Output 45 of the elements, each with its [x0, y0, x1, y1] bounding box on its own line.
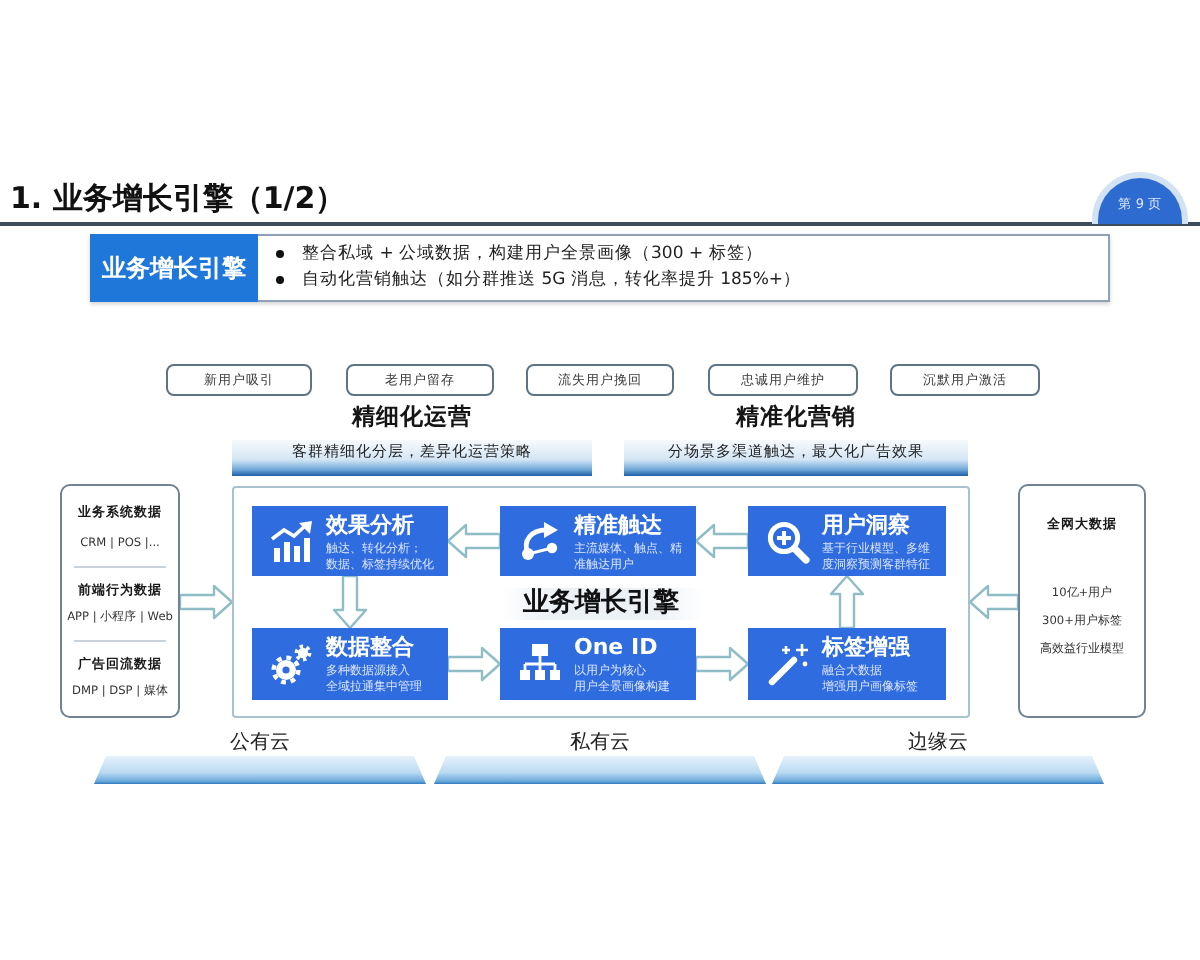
arrow [829, 574, 865, 630]
arrow [332, 574, 368, 630]
arrow [446, 523, 502, 559]
heading-text: 业务增长引擎 [102, 253, 246, 283]
feature-card [252, 628, 448, 700]
title-band [232, 400, 592, 476]
feature-card [500, 506, 696, 576]
bullet-text: 整合私域 + 公域数据，构建用户全景画像（300 + 标签） [302, 242, 763, 266]
title-band [624, 400, 968, 476]
band-heading: 精准化营销 [736, 401, 856, 431]
cloud-label: 私有云 [570, 729, 630, 755]
card-title: 标签增强 [822, 634, 910, 662]
slide-title: 1. 业务增长引擎（1/2） [10, 180, 346, 218]
segment-box [526, 364, 674, 396]
data-source-box [1018, 484, 1146, 718]
card-title: 用户洞察 [822, 512, 910, 540]
cloud-band [94, 728, 426, 784]
heading-cell [90, 234, 258, 302]
feature-card [748, 628, 946, 700]
card-title: 数据整合 [326, 634, 414, 662]
segment-box [890, 364, 1040, 396]
arrow [446, 646, 502, 682]
arrow [694, 523, 750, 559]
card-title: 效果分析 [326, 512, 414, 540]
arrow [968, 584, 1020, 620]
segment-box [708, 364, 858, 396]
feature-card [252, 506, 448, 576]
engine-panel [232, 486, 970, 718]
arrow [694, 646, 750, 682]
data-source-box [60, 484, 180, 718]
card-title: 精准触达 [574, 512, 662, 540]
arrow [178, 584, 234, 620]
page-badge [1092, 172, 1188, 224]
cloud-band [434, 728, 766, 784]
feature-card [500, 628, 696, 700]
cloud-band [772, 728, 1104, 784]
feature-card [748, 506, 946, 576]
segment-box [166, 364, 312, 396]
band-heading: 精细化运营 [352, 401, 472, 431]
bullet-text: 自动化营销触达（如分群推送 5G 消息，转化率提升 185%+） [302, 268, 802, 292]
cloud-label: 边缘云 [908, 729, 968, 755]
cloud-label: 公有云 [230, 729, 290, 755]
segment-box [346, 364, 494, 396]
summary-box [90, 234, 1110, 302]
card-title: One ID [574, 634, 658, 662]
